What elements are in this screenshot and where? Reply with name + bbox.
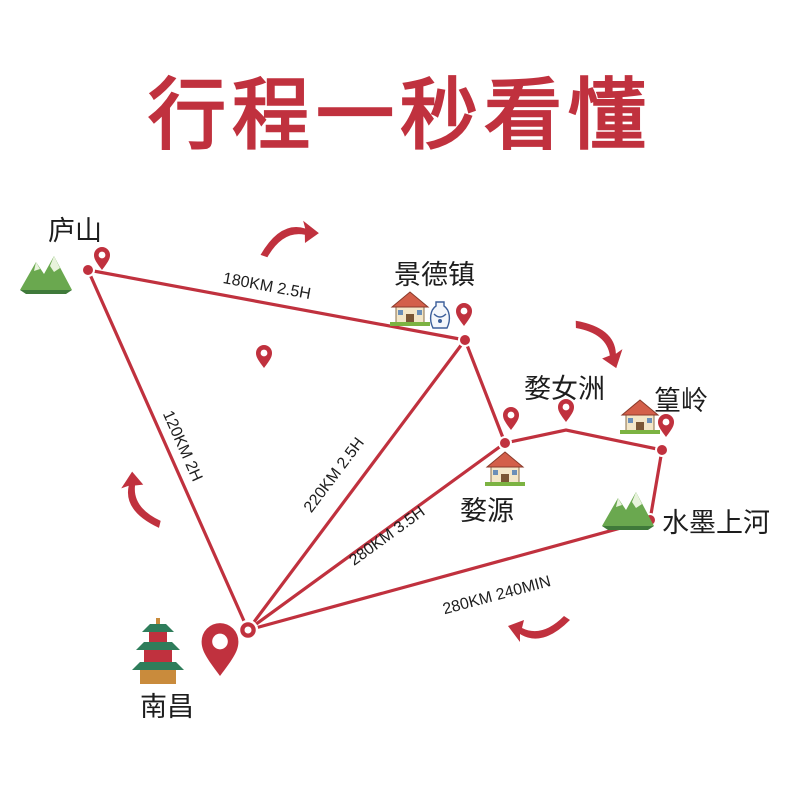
house-icon	[389, 291, 431, 327]
route-nanchang-wuyuan	[246, 441, 507, 632]
route-nanchang-jingdezhen	[246, 338, 467, 632]
route-nanchang-shuimo	[246, 518, 652, 632]
node-wuyuan	[498, 436, 512, 450]
location-pin-icon	[256, 345, 272, 368]
place-label-shuimo: 水墨上河	[662, 508, 770, 539]
curved-arrow-icon	[575, 320, 623, 369]
place-label-huangling: 篁岭	[654, 386, 708, 417]
route-wuyuan-wunvzhou-huangling	[503, 428, 664, 452]
node-nanchang-inner	[244, 626, 252, 634]
location-pins	[94, 247, 674, 676]
place-labels: 庐山 景德镇 婺女洲 篁岭 婺源 水墨上河 南昌	[48, 216, 770, 723]
place-label-nanchang: 南昌	[140, 692, 194, 723]
curved-arrow-icon	[508, 616, 570, 642]
route-lushan-nanchang	[86, 268, 250, 632]
distance-label-nanchang-wuyuan: 280KM 3.5H	[346, 503, 428, 569]
location-pin-icon	[94, 247, 110, 270]
house-icon	[484, 451, 526, 487]
route-lines	[86, 268, 664, 632]
illustrations	[20, 256, 661, 684]
route-lushan-jingdezhen	[86, 268, 467, 342]
mountain-icon	[602, 492, 654, 530]
node-huangling	[655, 443, 669, 457]
distance-label-nanchang-shuimo: 280KM 240MIN	[441, 573, 553, 618]
route-huangling-shuimo	[648, 448, 664, 522]
node-jingdezhen	[458, 333, 472, 347]
vase-icon	[429, 301, 451, 329]
location-pin-icon	[456, 303, 472, 326]
pavilion-icon	[132, 618, 184, 684]
place-label-lushan: 庐山	[48, 216, 102, 247]
route-jingdezhen-wuyuan	[463, 338, 507, 445]
mountain-icon	[20, 256, 72, 294]
location-pin-icon	[658, 414, 674, 437]
place-label-wunvzhou: 婺女洲	[524, 374, 605, 405]
page-title: 行程一秒看懂	[148, 71, 652, 161]
curved-arrow-icon	[121, 471, 161, 528]
place-label-wuyuan: 婺源	[460, 496, 514, 527]
distance-label-nanchang-jingdezhen: 220KM 2.5H	[301, 435, 368, 516]
place-label-jingdezhen: 景德镇	[394, 260, 475, 291]
location-pin-icon	[503, 407, 519, 430]
location-pin-icon-large	[201, 623, 239, 676]
node-lushan	[81, 263, 95, 277]
direction-arrows	[121, 220, 623, 642]
curved-arrow-icon	[260, 220, 319, 258]
